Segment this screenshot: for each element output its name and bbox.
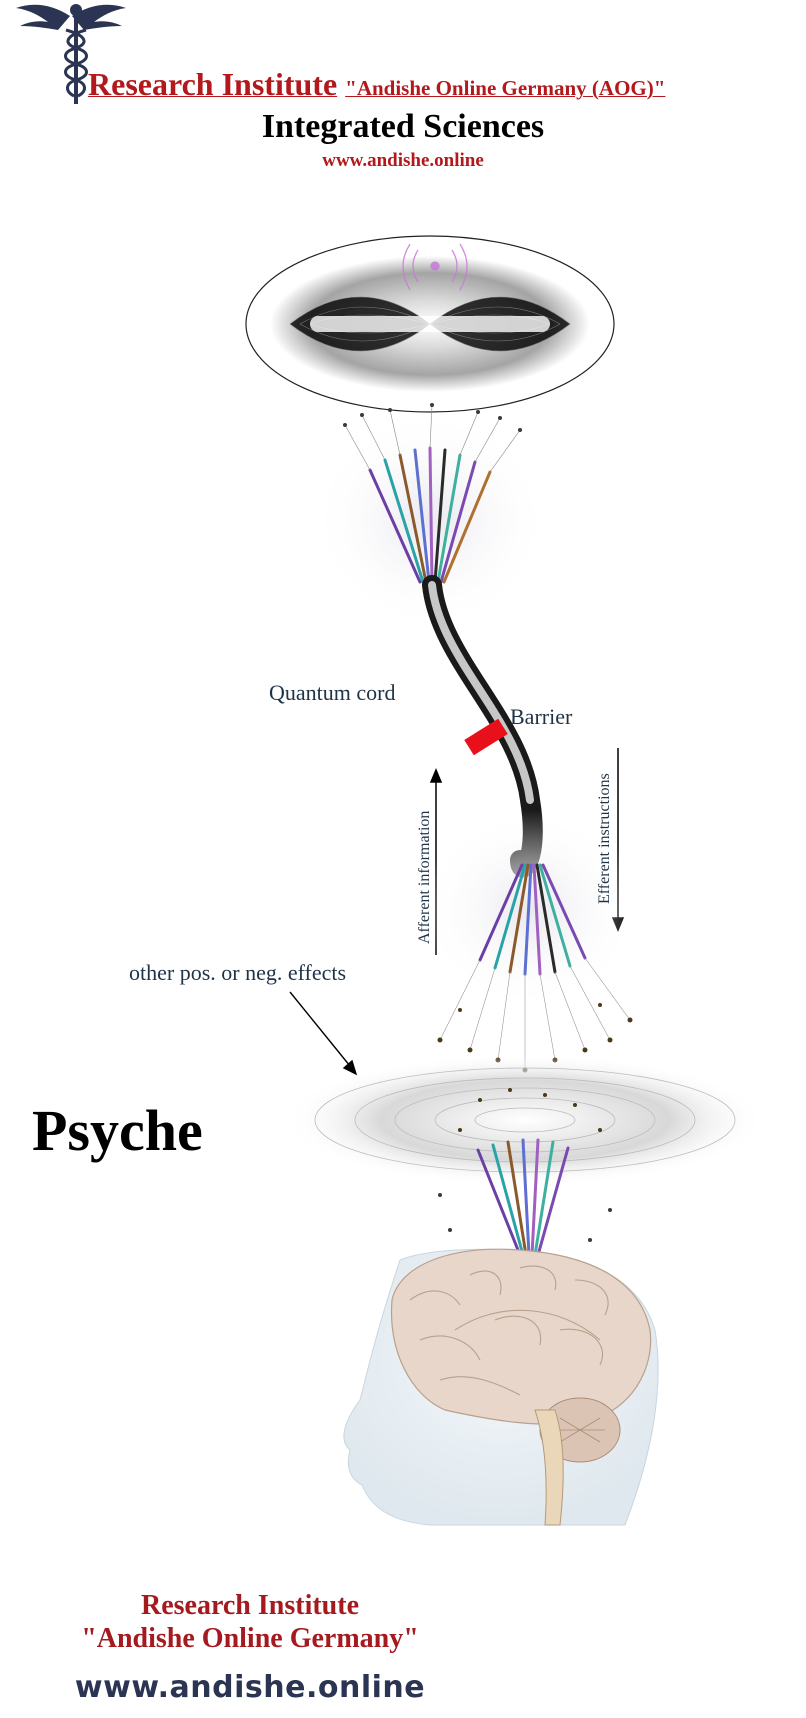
psyche-diagram: Quantum cord Barrier Afferent informatio… (0, 200, 806, 1540)
field-ellipse (246, 236, 614, 412)
label-afferent: Afferent information (416, 811, 433, 944)
header-title-quote: "Andishe Online Germany (AOG)" (345, 76, 665, 100)
effects-arrow (290, 992, 356, 1074)
head-brain-illustration (344, 1249, 658, 1525)
footer-line1: Research Institute (0, 1590, 500, 1622)
header-title-main: Research Institute (88, 66, 337, 102)
label-psyche: Psyche (32, 1098, 203, 1163)
header-title: Research Institute "Andishe Online German… (88, 66, 665, 103)
header-subtitle: Integrated Sciences (0, 108, 806, 146)
barrier-marker (464, 719, 507, 755)
footer-url: www.andishe.online (0, 1670, 500, 1705)
label-barrier: Barrier (510, 704, 573, 729)
label-effects: other pos. or neg. effects (129, 960, 346, 985)
label-quantum-cord: Quantum cord (269, 680, 395, 705)
header-url: www.andishe.online (0, 150, 806, 172)
footer-line2: "Andishe Online Germany" (0, 1623, 500, 1655)
label-efferent: Efferent instructions (596, 773, 613, 904)
